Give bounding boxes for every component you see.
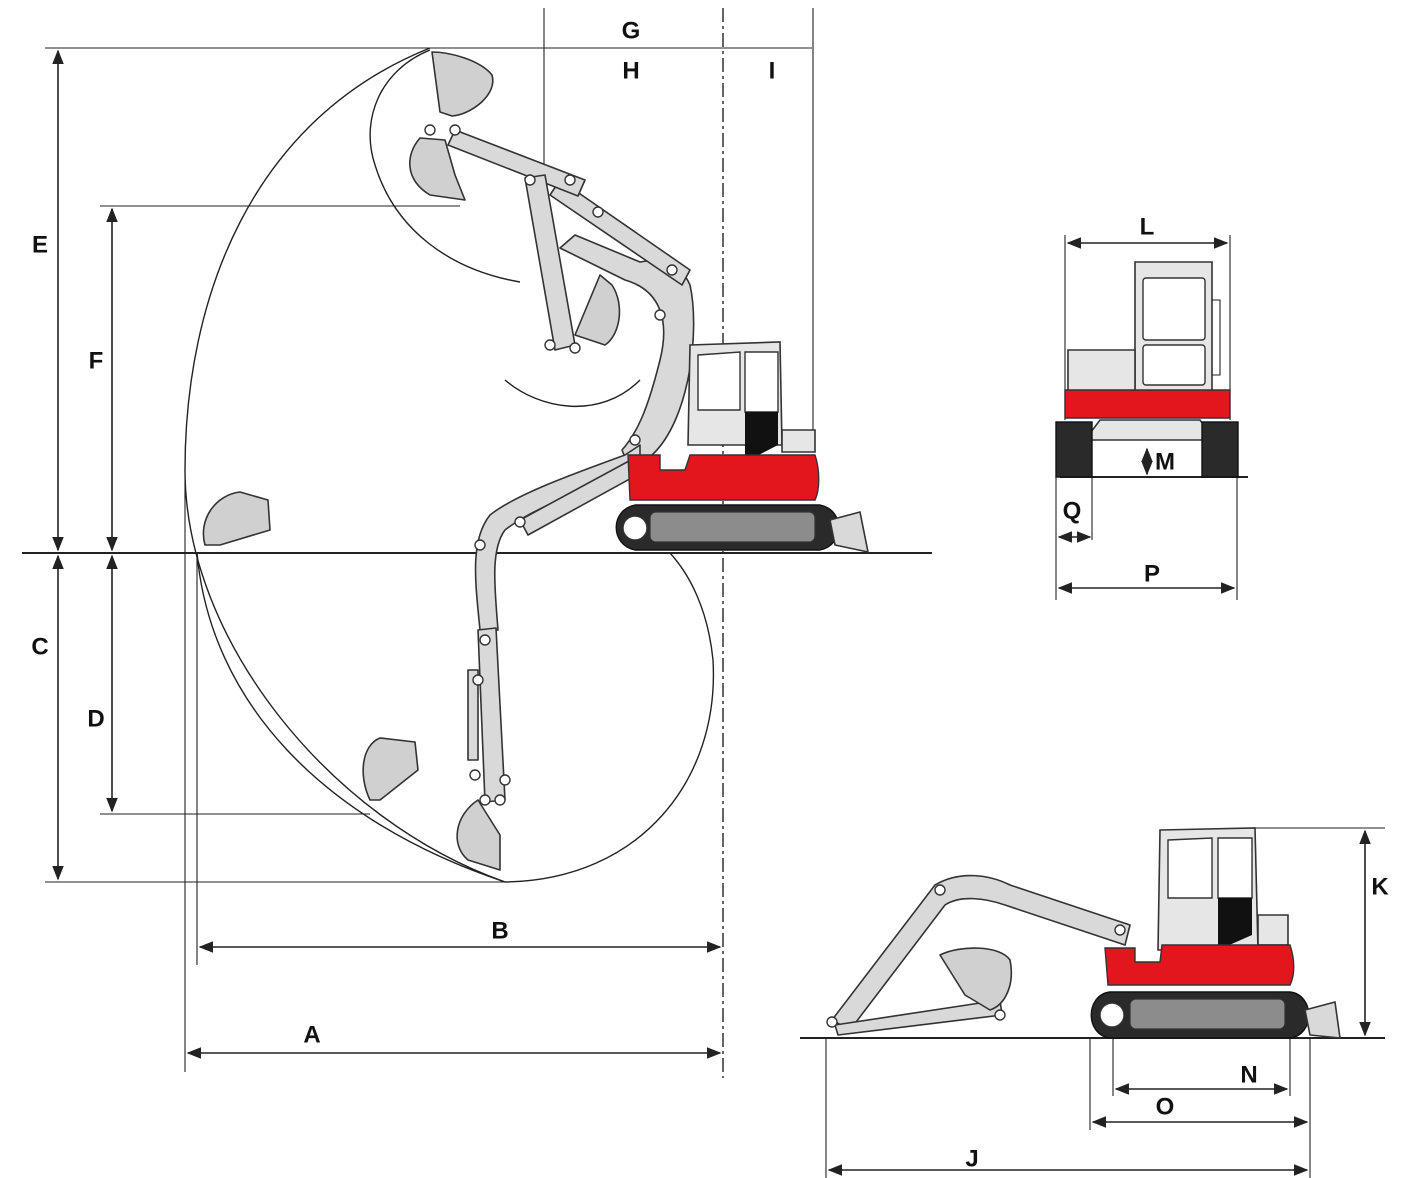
machine-side-view	[615, 341, 869, 553]
bucket-bottom	[456, 799, 501, 871]
label-M: M	[1155, 448, 1175, 475]
front-track-right	[1201, 421, 1239, 478]
label-E: E	[32, 231, 48, 258]
label-G: G	[622, 17, 641, 44]
bucket-top-curled	[408, 137, 466, 201]
label-D: D	[87, 705, 104, 732]
inner-curl-arc	[504, 379, 641, 408]
bucket-mid-curled	[574, 274, 621, 346]
transport-body-red	[1104, 944, 1295, 986]
label-C: C	[31, 633, 48, 660]
label-F: F	[89, 347, 104, 374]
front-track-left	[1055, 421, 1093, 478]
label-K: K	[1371, 873, 1389, 900]
front-body-red	[1064, 389, 1231, 419]
raised-boom	[424, 124, 695, 471]
lowered-boom	[467, 444, 647, 806]
dozer-blade	[829, 511, 869, 553]
upper-structure-red	[627, 454, 820, 501]
label-A: A	[303, 1021, 320, 1048]
label-B: B	[491, 917, 508, 944]
ground-reach-arc	[196, 552, 506, 883]
label-I: I	[769, 57, 776, 84]
transport-boom	[831, 874, 1131, 1031]
transport-bucket	[939, 947, 1012, 1011]
label-Q: Q	[1063, 497, 1082, 524]
label-H: H	[622, 57, 639, 84]
bucket-swing-arc	[369, 49, 521, 283]
label-O: O	[1156, 1093, 1175, 1120]
transport-dozer-blade	[1304, 1001, 1341, 1039]
working-range-view	[22, 8, 932, 1078]
label-N: N	[1240, 1061, 1257, 1088]
label-L: L	[1140, 213, 1155, 240]
bucket-top-open	[431, 51, 494, 117]
label-J: J	[965, 1145, 978, 1172]
bucket-depth-left	[362, 737, 419, 801]
front-view	[1055, 235, 1248, 600]
transport-view	[800, 827, 1385, 1178]
bucket-ground-left	[202, 491, 271, 546]
dimension-labels: A B C D E F G H I J K L M N O P Q	[31, 17, 1389, 1172]
label-P: P	[1144, 560, 1160, 587]
reach-envelope-arc	[184, 47, 715, 883]
